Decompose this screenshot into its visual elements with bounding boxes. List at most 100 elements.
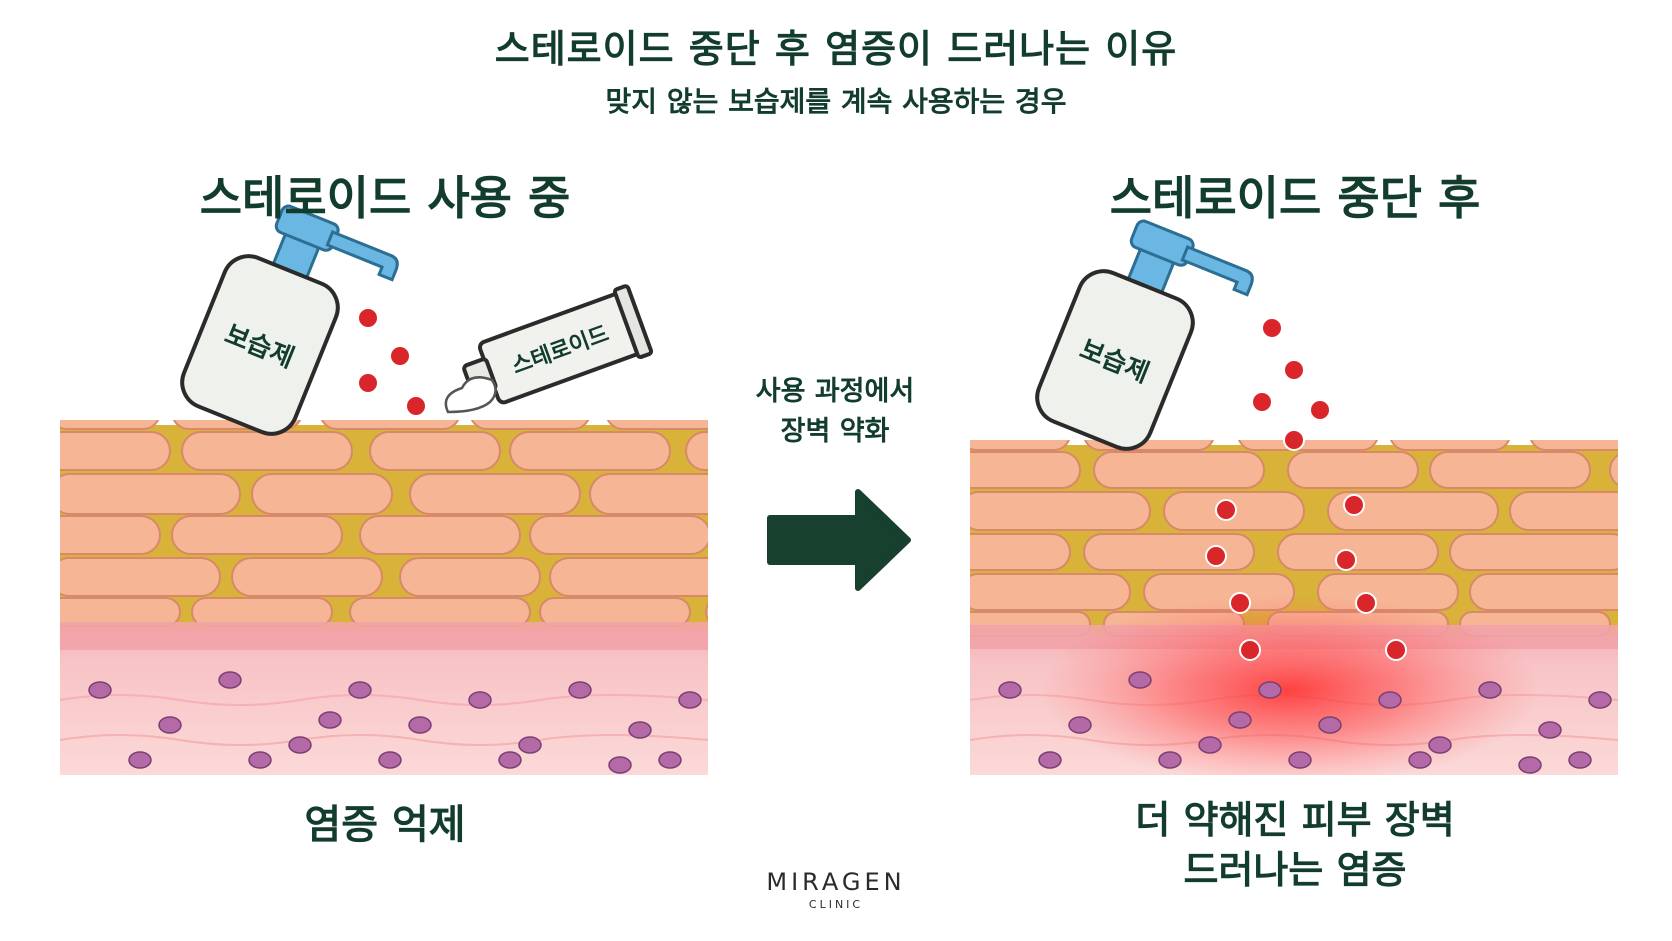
cream-blob (444, 376, 497, 414)
left-panel-caption: 염증 억제 (304, 802, 466, 848)
moisturizer-drop (389, 345, 411, 367)
pump-nozzle (325, 230, 399, 282)
skin-cell (60, 473, 241, 515)
skin-cell (1238, 440, 1378, 451)
moisturizer-drop (1385, 639, 1407, 661)
cell-nucleus (318, 711, 342, 729)
cell-nucleus (1128, 671, 1152, 689)
skin-cell (1509, 491, 1618, 531)
skin-cell (1390, 440, 1510, 451)
right-caption-line1: 더 약해진 피부 장벽 (1135, 798, 1455, 842)
cell-nucleus (88, 681, 112, 699)
arrow-caption: 사용 과정에서 장벽 약화 (710, 372, 960, 452)
skin-cell (1630, 612, 1672, 636)
cell-nucleus (608, 756, 632, 774)
skin-cell (399, 557, 541, 597)
skin-cell (349, 597, 531, 627)
skin-cell (1327, 491, 1499, 531)
cell-nucleus (378, 751, 402, 769)
cell-nucleus (628, 721, 652, 739)
pump-nozzle (1180, 245, 1254, 297)
skin-cell (705, 603, 708, 621)
cell-nucleus (128, 751, 152, 769)
bottle-body (180, 254, 340, 436)
moisturizer-bottle-icon: 보습제 (1035, 219, 1254, 451)
cell-nucleus (1068, 716, 1092, 734)
skin-cell (409, 473, 581, 515)
skin-cell (970, 491, 1151, 531)
cell-nuclei (998, 671, 1612, 774)
moisturizer-drop (1343, 494, 1365, 516)
skin-cell (539, 597, 691, 627)
skin-cell (191, 597, 333, 627)
skin-cell (1287, 451, 1419, 489)
logo-name: MIRAGEN (766, 868, 906, 896)
cell-nucleus (1258, 681, 1282, 699)
skin-cell (1469, 573, 1618, 611)
cell-nuclei (88, 671, 702, 774)
skin-cell (970, 533, 1071, 571)
moisturizer-drop (1261, 317, 1283, 339)
skin-cell (509, 431, 671, 471)
skin-cell (369, 431, 501, 471)
skin-cell (970, 451, 1081, 489)
moisturizer-drop (1205, 545, 1227, 567)
cell-nucleus (1518, 756, 1542, 774)
skin-cell (171, 515, 343, 555)
moisturizer-drop (1335, 549, 1357, 571)
cell-nucleus (658, 751, 682, 769)
moisturizer-bottle-icon: 보습제 (180, 204, 399, 436)
cell-nucleus (288, 736, 312, 754)
moisturizer-drops (357, 307, 1407, 661)
right-panel-caption: 더 약해진 피부 장벽 드러나는 염증 (970, 795, 1620, 895)
skin-cell (1093, 451, 1265, 489)
skin-cell (60, 515, 161, 555)
skin-cell (970, 440, 1070, 451)
moisturizer-drop (1215, 499, 1237, 521)
bottle-body (1035, 269, 1195, 451)
cell-nucleus (1288, 751, 1312, 769)
cell-nucleus (1538, 721, 1562, 739)
skin-cell (970, 573, 1131, 611)
skin-cell (1530, 440, 1618, 451)
inflammation-glow (1040, 595, 1540, 775)
cell-nucleus (1378, 691, 1402, 709)
moisturizer-drop (1251, 391, 1273, 413)
moisturizer-drop (1309, 399, 1331, 421)
cell-nucleus (1568, 751, 1592, 769)
skin-cell (606, 420, 708, 430)
page-subtitle: 맞지 않는 보습제를 계속 사용하는 경우 (605, 85, 1067, 118)
cell-nucleus (1158, 751, 1182, 769)
skin-cell (60, 597, 181, 627)
moisturizer-drop (405, 395, 427, 417)
skin-cell (549, 557, 708, 597)
cell-nucleus (158, 716, 182, 734)
tube-crimp (612, 284, 654, 359)
moisturizer-drop (1229, 592, 1251, 614)
steroid-tube-icon: 스테로이드 (462, 284, 654, 405)
cell-nucleus (1588, 691, 1612, 709)
skin-cell (1277, 533, 1439, 571)
basal-band (60, 622, 708, 650)
skin-cell (1083, 533, 1255, 571)
cell-nucleus (1198, 736, 1222, 754)
clinic-logo: MIRAGEN CLINIC (736, 868, 936, 911)
skin-cell (1609, 453, 1618, 487)
cell-nucleus (1408, 751, 1432, 769)
cell-nucleus (1318, 716, 1342, 734)
skin-cell (231, 557, 383, 597)
page-title: 스테로이드 중단 후 염증이 드러나는 이유 (494, 27, 1178, 71)
cell-nucleus (1428, 736, 1452, 754)
skin-cell (1429, 451, 1591, 489)
skin-cell-layer (60, 420, 708, 627)
skin-cell-layer (970, 440, 1672, 637)
skin-cell (470, 420, 590, 430)
cell-nucleus (248, 751, 272, 769)
skin-cell (181, 431, 353, 471)
moisturizer-drop (357, 372, 379, 394)
skin-cell (359, 515, 521, 555)
skin-cross-section-right (970, 440, 1672, 775)
left-panel-heading: 스테로이드 사용 중 (199, 171, 571, 225)
skin-cell (529, 515, 708, 555)
